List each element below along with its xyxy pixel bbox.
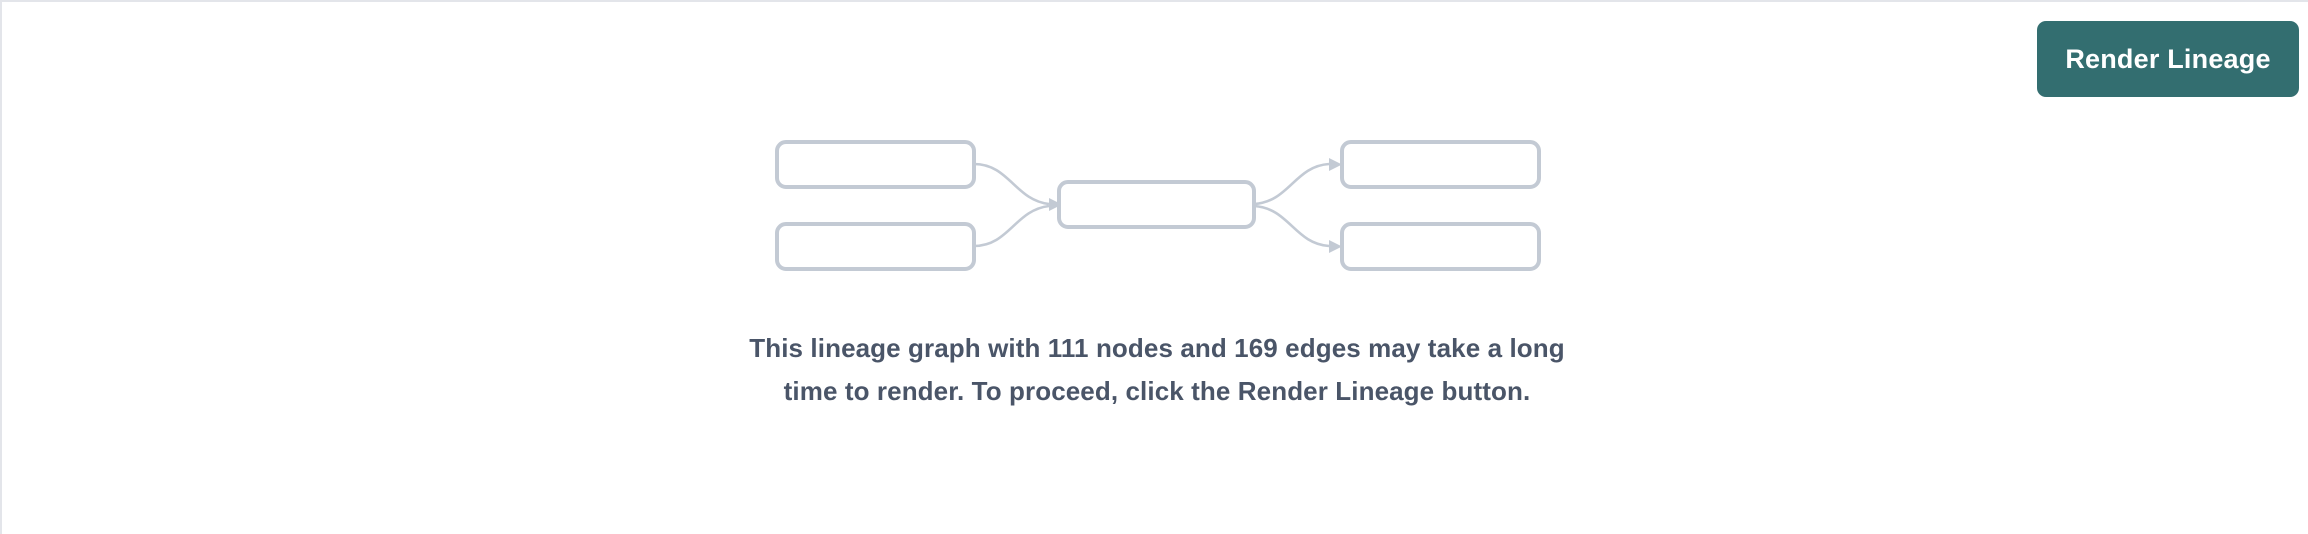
- lineage-warning-message: This lineage graph with 111 nodes and 16…: [749, 333, 1565, 406]
- lineage-node-upstream-2[interactable]: [775, 222, 976, 271]
- edge-upstream2-to-center: [973, 204, 1050, 248]
- edge-arrowhead-icon: [1329, 158, 1342, 171]
- render-lineage-button[interactable]: Render Lineage: [2037, 21, 2299, 97]
- edge-center-to-downstream1: [1253, 162, 1330, 206]
- lineage-node-upstream-1[interactable]: [775, 140, 976, 189]
- edge-center-to-downstream2: [1253, 204, 1330, 248]
- lineage-node-downstream-2[interactable]: [1340, 222, 1541, 271]
- lineage-graph-svg: [775, 140, 1541, 271]
- lineage-node-downstream-1[interactable]: [1340, 140, 1541, 189]
- edge-arrowhead-icon: [1329, 240, 1342, 253]
- lineage-graph-placeholder: [737, 122, 1577, 292]
- edge-arrowhead-icon: [1049, 198, 1062, 211]
- edge-upstream1-to-center: [973, 162, 1050, 206]
- lineage-node-center[interactable]: [1057, 180, 1256, 229]
